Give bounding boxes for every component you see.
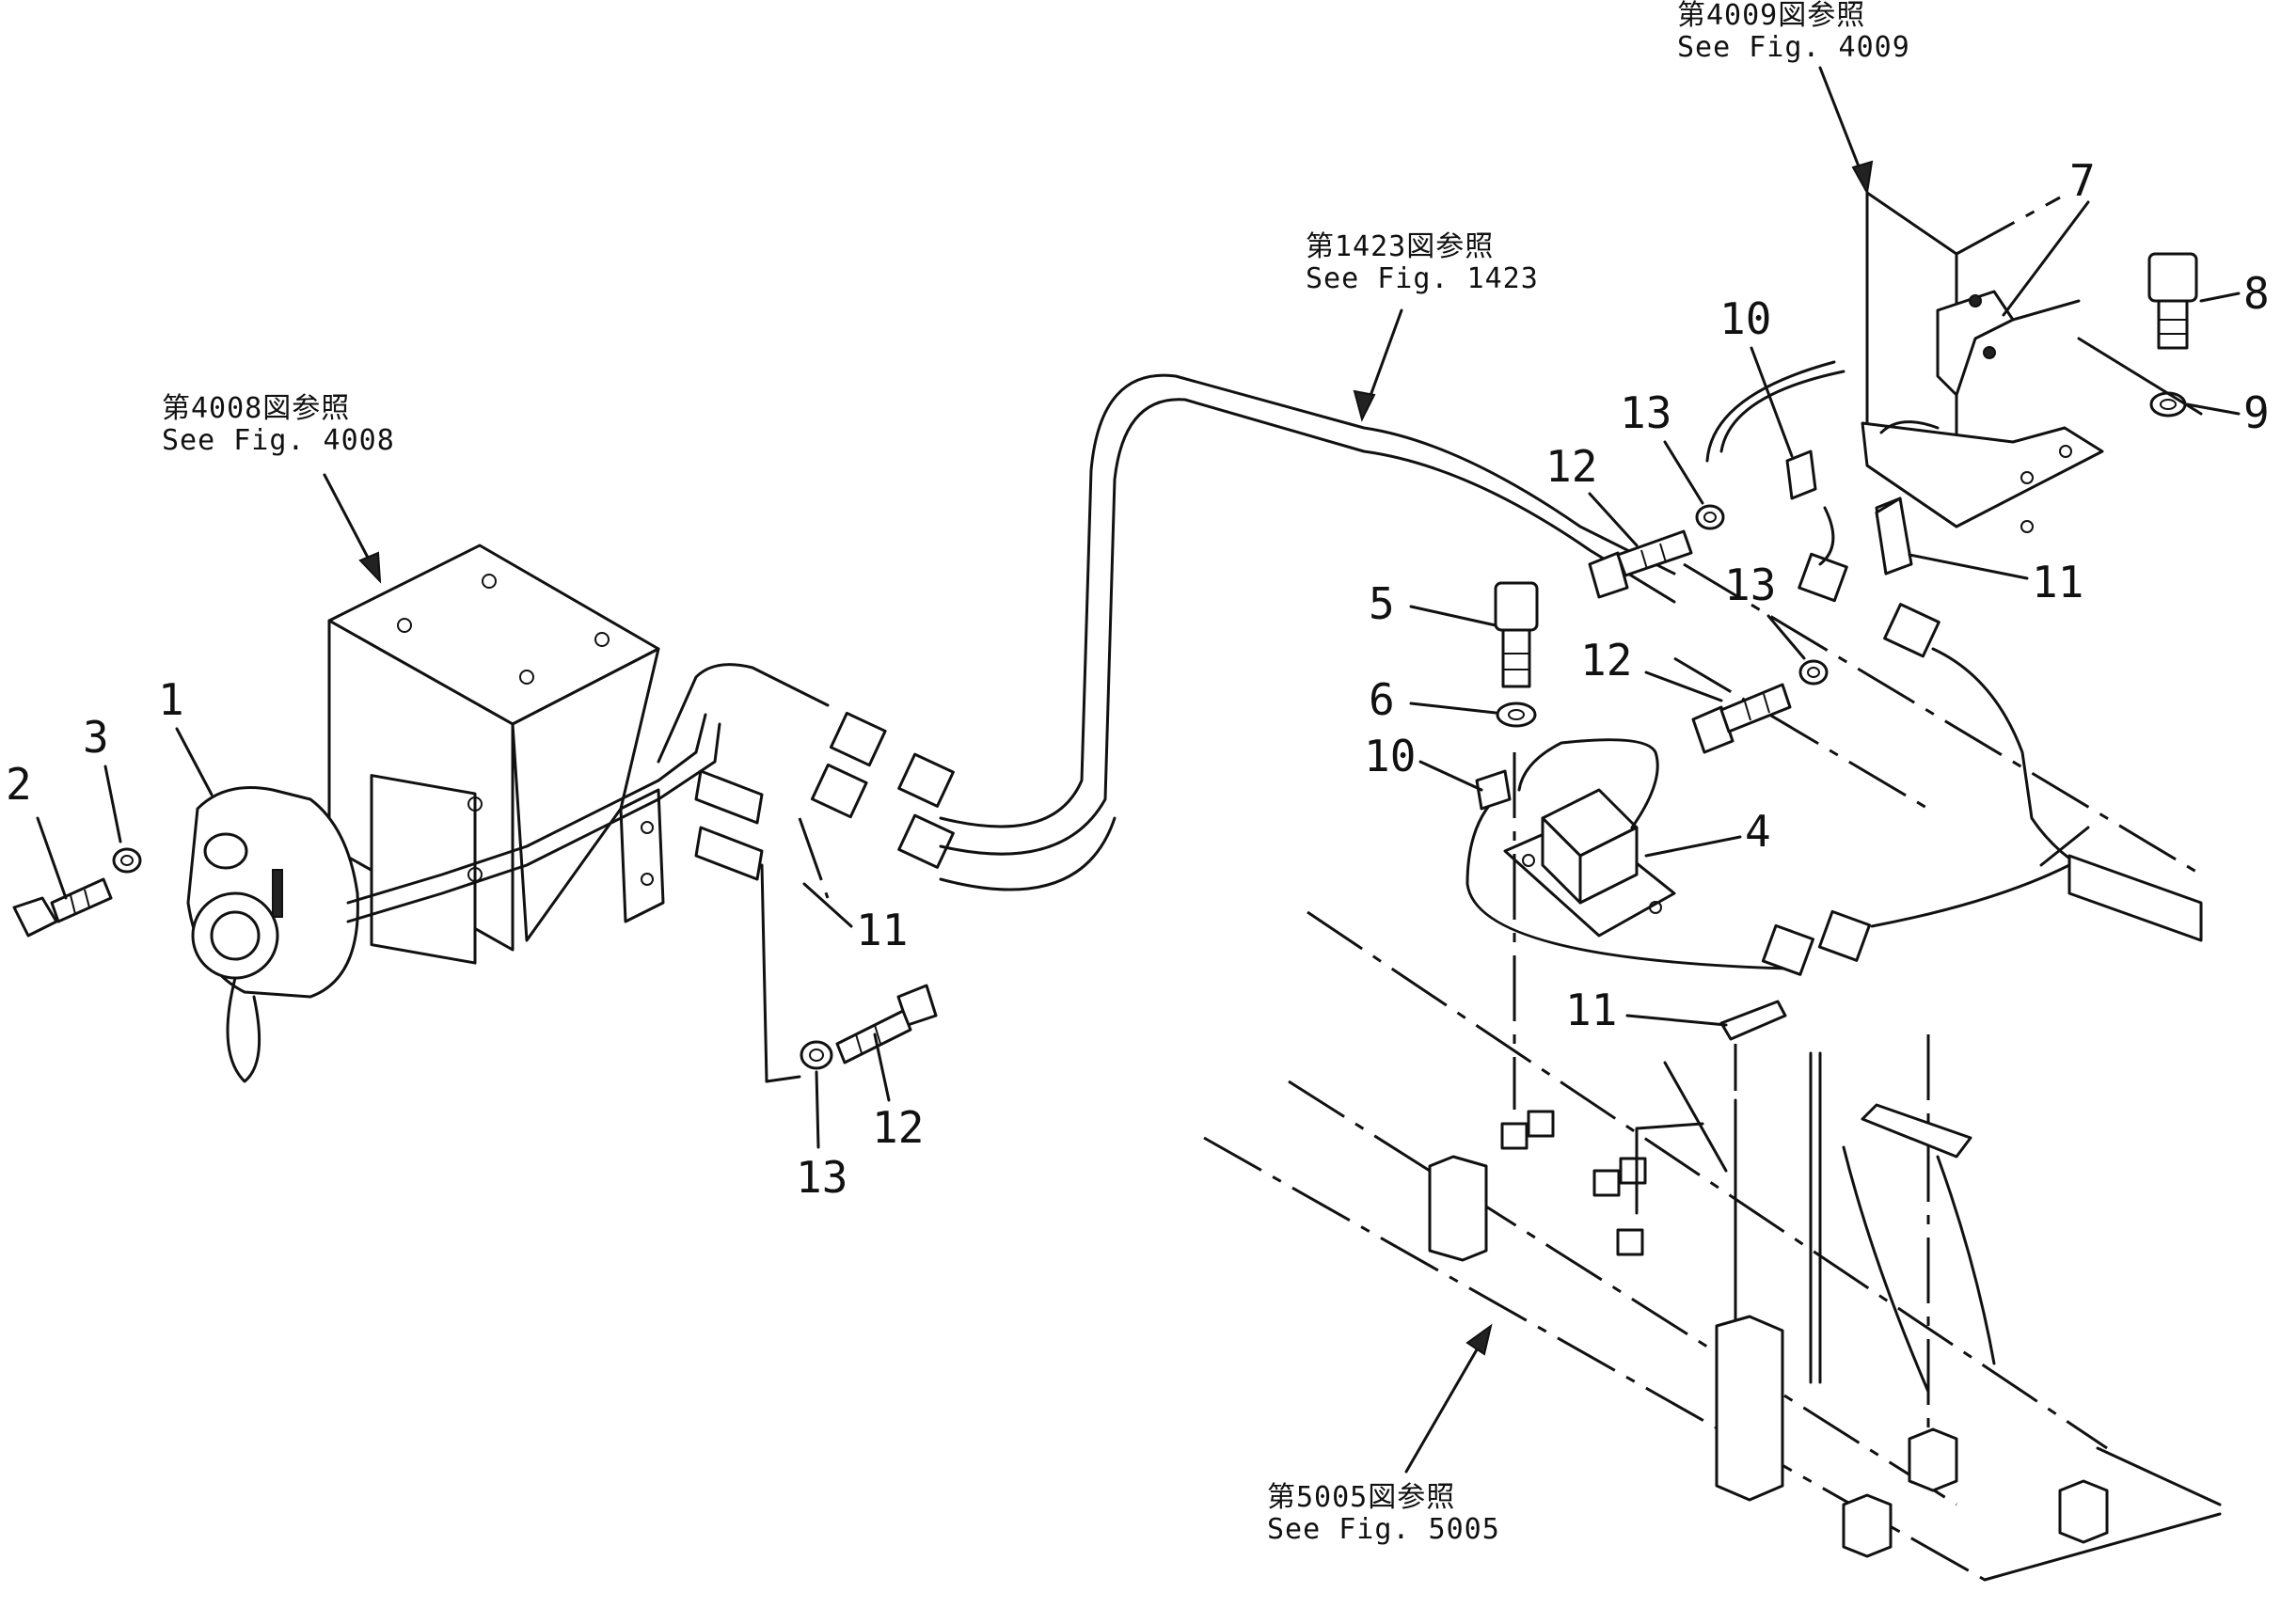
bolt-12-lower [1691, 683, 1792, 754]
callout-1: 1 [158, 674, 184, 725]
callout-13-left: 13 [796, 1152, 847, 1203]
callouts: 1 2 3 4 5 6 7 8 9 10 10 11 11 [6, 155, 2270, 1203]
callout-12-lower: 12 [1580, 635, 1632, 686]
callout-10-lower: 10 [1364, 731, 1416, 781]
reference-fig4008: 第4008図参照 See Fig. 4008 [162, 392, 395, 584]
mounting-bracket-right [1673, 191, 2202, 876]
reference-fig4008-en: See Fig. 4008 [162, 424, 395, 457]
connector-group-left [657, 663, 955, 869]
relay-4 [1465, 738, 2071, 976]
washer-13-left [800, 1040, 833, 1070]
callout-8: 8 [2243, 268, 2270, 319]
bolt-8 [2147, 252, 2198, 350]
washer-13-lower [1798, 659, 1829, 686]
callout-11-lower: 11 [1565, 985, 1617, 1035]
callout-12-left: 12 [872, 1102, 924, 1153]
callout-5: 5 [1369, 578, 1395, 629]
reference-fig5005-en: See Fig. 5005 [1267, 1513, 1500, 1546]
washer-13-upper [1695, 504, 1725, 530]
lower-frame [1203, 910, 2222, 1582]
callout-6: 6 [1369, 674, 1395, 725]
reference-fig1423: 第1423図参照 See Fig. 1423 [1306, 230, 1539, 422]
wire-harness [939, 373, 1676, 891]
callout-10-upper: 10 [1719, 293, 1771, 344]
callout-11-left: 11 [856, 905, 908, 955]
reference-fig1423-jp: 第1423図参照 [1306, 230, 1494, 263]
reference-fig4009: 第4009図参照 See Fig. 4009 [1677, 0, 1910, 197]
bolt-5 [1494, 581, 1539, 688]
bolt-12-left [835, 984, 938, 1064]
reference-fig4009-en: See Fig. 4009 [1677, 31, 1910, 64]
callout-2: 2 [6, 759, 32, 810]
reference-fig4008-jp: 第4008図参照 [162, 392, 350, 425]
rail [2039, 826, 2203, 942]
bracket-clip-11-lower [1663, 1000, 1787, 1173]
callout-12-upper: 12 [1545, 441, 1597, 492]
washer-6 [1496, 702, 1537, 728]
bracket-clip-11-right [1875, 497, 1913, 575]
mounting-bracket-left [327, 544, 665, 965]
bracket-clip-11-left [694, 769, 830, 899]
callout-7: 7 [2069, 155, 2096, 206]
washer-9 [2149, 391, 2187, 418]
callout-11-right: 11 [2032, 557, 2083, 607]
callout-13-lower: 13 [1724, 560, 1776, 610]
callout-9: 9 [2243, 387, 2270, 438]
bolt-2 [12, 877, 113, 938]
switch-assembly [186, 713, 721, 1083]
connector-group-right [1785, 449, 2081, 867]
callout-13-upper: 13 [1620, 387, 1671, 438]
callout-4: 4 [1745, 806, 1771, 857]
bracket-7 [1936, 290, 2081, 397]
reference-fig4009-jp: 第4009図参照 [1677, 0, 1865, 32]
clip-set-bottom [1500, 752, 1704, 1256]
reference-fig5005: 第5005図参照 See Fig. 5005 [1267, 1323, 1500, 1546]
callout-3: 3 [83, 712, 109, 763]
reference-fig1423-en: See Fig. 1423 [1306, 262, 1539, 295]
reference-fig5005-jp: 第5005図参照 [1267, 1481, 1455, 1514]
bolt-12-upper [1588, 529, 1693, 599]
washer-3 [112, 847, 142, 874]
